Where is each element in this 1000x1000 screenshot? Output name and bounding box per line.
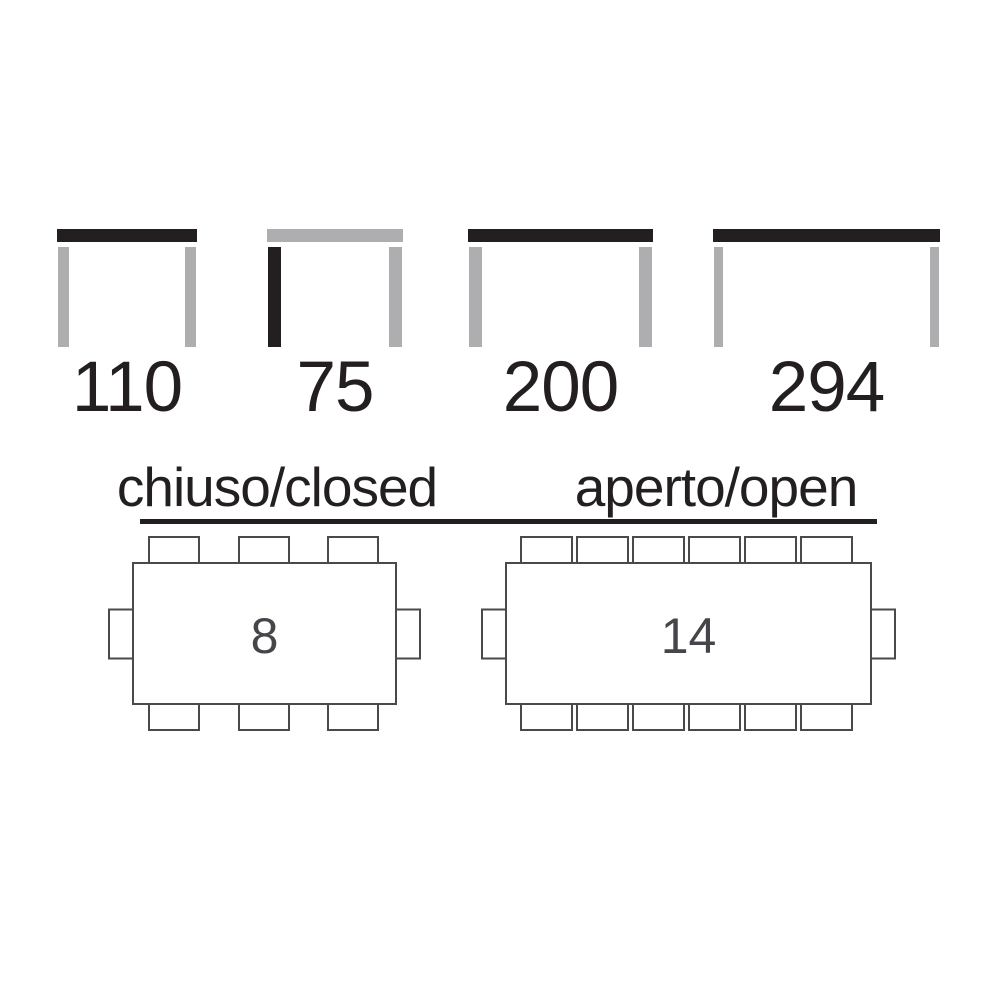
chair xyxy=(744,536,797,564)
chair-row-top xyxy=(520,536,853,564)
chair xyxy=(800,703,853,731)
table-leg-right xyxy=(639,247,652,347)
chair xyxy=(576,536,629,564)
table-leg-left xyxy=(268,247,281,347)
tabletop-bar xyxy=(267,229,403,242)
seat-count-closed: 8 xyxy=(250,607,279,664)
table-leg-right xyxy=(185,247,196,347)
label-aperto-open: aperto/open xyxy=(574,456,859,518)
chair-row-bottom xyxy=(520,703,853,731)
table-leg-right xyxy=(930,247,939,347)
chair xyxy=(237,536,290,564)
seating-view-open: 14 xyxy=(481,536,896,731)
table-leg-left xyxy=(469,247,482,347)
dimension-value: 110 xyxy=(71,348,183,427)
tabletop-open: 14 xyxy=(505,562,872,705)
table-leg-left xyxy=(58,247,69,347)
chair xyxy=(632,703,685,731)
chair-right xyxy=(395,608,421,659)
tabletop-closed: 8 xyxy=(132,562,397,705)
chair xyxy=(576,703,629,731)
table-leg-left xyxy=(714,247,723,347)
chair-left xyxy=(108,608,134,659)
dimension-value: 75 xyxy=(296,348,375,427)
chair xyxy=(688,536,741,564)
chair xyxy=(327,703,379,731)
seat-count-open: 14 xyxy=(660,607,717,664)
chair xyxy=(744,703,797,731)
dimension-diagram-length-closed: 200 xyxy=(468,229,653,423)
chair xyxy=(800,536,853,564)
chair-row-bottom xyxy=(148,703,379,731)
chair xyxy=(688,703,741,731)
tabletop-bar xyxy=(468,229,653,242)
table-leg-right xyxy=(389,247,402,347)
chair-left xyxy=(481,608,507,659)
chair xyxy=(520,703,573,731)
dimension-diagram-length-open: 294 xyxy=(713,229,940,423)
dimension-value: 200 xyxy=(502,348,619,427)
label-chiuso-closed: chiuso/closed xyxy=(116,456,438,518)
dimension-diagram-height: 75 xyxy=(267,229,403,423)
chair-right xyxy=(870,608,896,659)
chair xyxy=(520,536,573,564)
chair xyxy=(148,536,200,564)
dimension-diagram-width-closed: 110 xyxy=(57,229,197,423)
dimension-value: 294 xyxy=(768,348,885,427)
seating-view-closed: 8 xyxy=(108,536,421,731)
chair xyxy=(148,703,200,731)
tabletop-bar xyxy=(713,229,940,242)
tabletop-bar xyxy=(57,229,197,242)
section-divider-line xyxy=(140,519,877,524)
chair xyxy=(632,536,685,564)
chair xyxy=(327,536,379,564)
chair xyxy=(237,703,290,731)
chair-row-top xyxy=(148,536,379,564)
